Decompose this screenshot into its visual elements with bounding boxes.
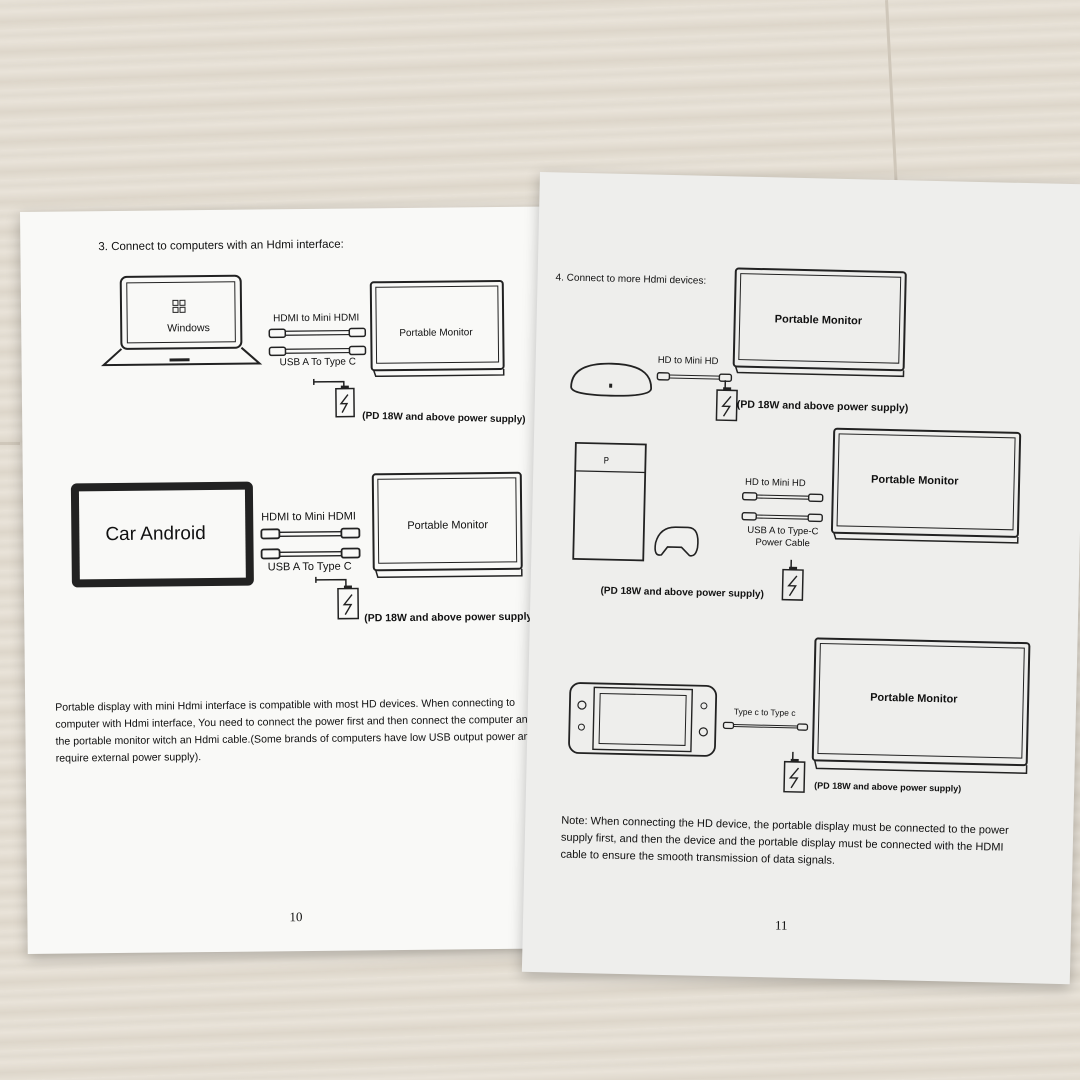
page-number: 10 [289, 909, 303, 925]
laptop-icon [100, 274, 263, 367]
cable-label-hd: HD to Mini HD [744, 476, 806, 490]
hdmi-cable-icon [268, 327, 367, 357]
power-supply-icon [313, 378, 355, 418]
car-android-display-icon [70, 481, 254, 588]
power-supply-icon [781, 559, 804, 601]
portable-monitor-icon [369, 279, 505, 378]
power-supply-label: (PD 18W and above power supply) [600, 585, 764, 601]
monitor-label: Portable Monitor [774, 313, 863, 328]
device-label: Car Android [105, 523, 206, 546]
description-paragraph: Portable display with mini Hdmi interfac… [55, 696, 536, 765]
portable-monitor-icon [811, 637, 1031, 774]
cable-label-hdmi: HDMI to Mini HDMI [261, 510, 357, 524]
typec-cable-icon [722, 721, 809, 731]
note-paragraph: Note: When connecting the HD device, the… [560, 814, 1009, 867]
power-supply-icon [315, 576, 360, 620]
svg-text:P: P [603, 457, 609, 467]
section-heading: 4. Connect to more Hdmi devices: [555, 272, 707, 287]
portable-monitor-icon [371, 471, 523, 579]
computer-label: Windows [167, 322, 210, 335]
power-supply-label: (PD 18W and above power supply) [814, 780, 962, 794]
table-seam-vertical [885, 0, 898, 190]
power-supply-icon [715, 380, 738, 422]
power-supply-icon [783, 751, 806, 793]
portable-monitor-icon [732, 267, 907, 378]
cable-label-usb: USB A to Type-C Power Cable [747, 524, 819, 550]
cable-label-hd: HD to Mini HD [657, 354, 719, 368]
game-console-icon: P [572, 441, 699, 562]
power-supply-label: (PD 18W and above power supply) [736, 398, 909, 415]
monitor-label: Portable Monitor [399, 327, 473, 340]
handheld-console-icon [568, 682, 718, 757]
manual-page-left: 3. Connect to computers with an Hdmi int… [20, 206, 558, 954]
hd-cable-icon [741, 492, 824, 523]
table-seam-horizontal [0, 442, 20, 445]
cable-label-usb: USB A To Type C [279, 356, 356, 369]
section-heading: 3. Connect to computers with an Hdmi int… [98, 238, 344, 254]
power-supply-label: (PD 18W and above power supply) [362, 410, 526, 426]
cable-label-typec: Type c to Type c [733, 706, 796, 718]
monitor-label: Portable Monitor [870, 691, 958, 706]
tv-box-icon [570, 362, 653, 397]
page-number: 11 [774, 917, 788, 933]
portable-monitor-icon [830, 427, 1022, 544]
cable-label-hdmi: HDMI to Mini HDMI [273, 312, 360, 325]
manual-page-right: 4. Connect to more Hdmi devices: HD to M… [521, 172, 1080, 985]
power-supply-label: (PD 18W and above power supply) [364, 610, 536, 625]
monitor-label: Portable Monitor [870, 473, 959, 488]
hdmi-cable-icon [260, 527, 361, 560]
monitor-label: Portable Monitor [407, 519, 489, 532]
